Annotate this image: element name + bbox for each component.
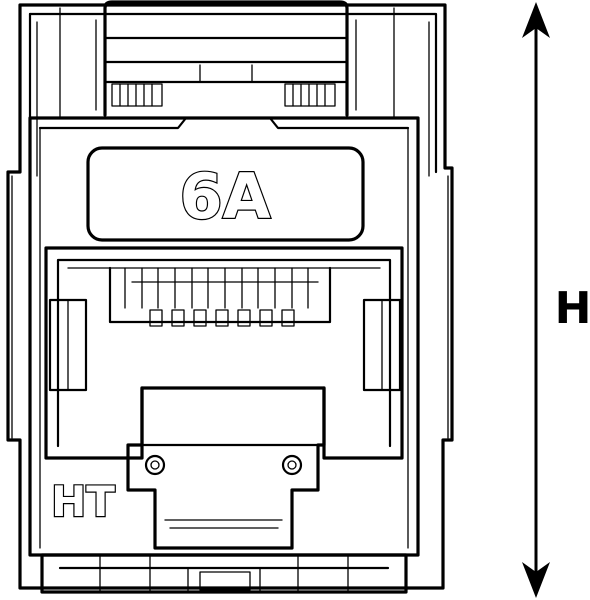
- dimension-label-h: H: [555, 283, 590, 334]
- label-plate: [86, 146, 365, 242]
- screw-hole-left: [144, 454, 166, 476]
- arrow-up-icon: [522, 2, 550, 38]
- bottom-tab: [126, 386, 326, 550]
- side-guide-right: [362, 298, 402, 392]
- side-guide-left: [48, 298, 88, 392]
- screw-hole-right: [281, 454, 303, 476]
- arrow-down-icon: [522, 562, 550, 598]
- housing-outline: [6, 3, 454, 590]
- rj45-port: [44, 246, 404, 460]
- latch-grip-right: [284, 83, 336, 107]
- contact-pins: [108, 266, 332, 327]
- category-label: 6A: [179, 160, 270, 233]
- top-latch: [59, 0, 395, 119]
- height-dimension-arrow: [522, 2, 550, 598]
- front-face: [28, 116, 420, 557]
- brand-label: HT: [51, 477, 115, 526]
- bottom-base: [40, 553, 408, 594]
- latch-grip-left: [111, 83, 163, 107]
